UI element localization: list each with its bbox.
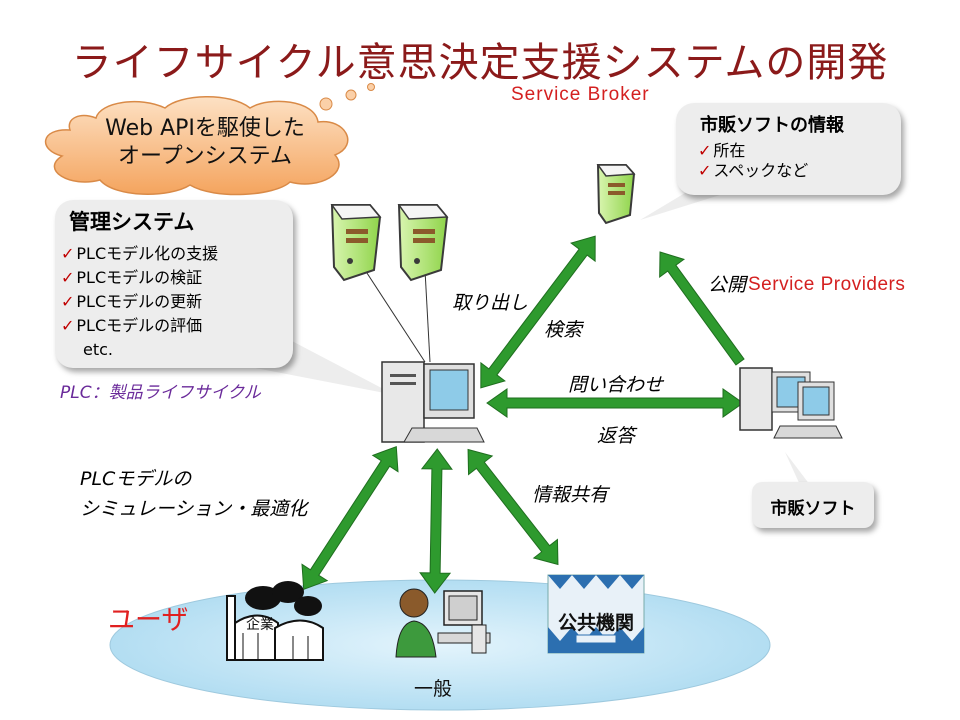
label-retrieve: 取り出し [452,292,529,314]
label-simulation-line-1: PLCモデルの [80,468,192,490]
server-icon [397,204,449,282]
label-simulation-line-2: シミュレーション・最適化 [80,498,308,520]
broker-server-icon [596,164,636,225]
label-share: 情報共有 [532,484,609,506]
cloud-text: Web APIを駆使した オープンシステム [60,115,350,171]
link-line-1 [364,269,426,363]
check-icon: ✓ [698,141,712,160]
plc-caption: PLC：製品ライフサイクル [60,383,261,403]
central-computer-icon [381,361,485,443]
cloud-text-line-1: Web APIを駆使した [105,116,305,141]
market-info-callout: 市販ソフトの情報 ✓所在 ✓スペックなど [676,103,901,195]
industry-label: 企業 [246,617,274,633]
page-title: ライフサイクル意思決定支援システムの開発 [71,40,889,86]
link-line-2 [424,269,431,363]
management-item: ✓PLCモデルの更新 [61,292,203,311]
market-info-item: ✓所在 [698,141,746,160]
market-soft-callout-tail [785,452,810,485]
check-icon: ✓ [61,244,75,263]
management-etc: etc. [83,340,113,359]
users-label: ユーザ [108,605,189,636]
management-list: ✓PLCモデル化の支援 ✓PLCモデルの検証 ✓PLCモデルの更新 ✓PLCモデ… [61,242,218,362]
label-search: 検索 [544,319,583,341]
arrow-general [419,448,453,594]
label-simulation: PLCモデルの シミュレーション・最適化 [80,464,307,524]
label-publish: 公開 [708,274,747,296]
arrow-share [467,448,559,566]
label-inquiry: 問い合わせ [568,374,664,396]
public-institution-icon [547,574,645,654]
market-soft-label: 市販ソフト [770,499,856,519]
label-reply: 返答 [597,425,636,447]
provider-computers-icon [739,367,843,439]
factory-icon [226,581,324,661]
market-info-callout-tail [640,190,720,220]
service-broker-label: Service Broker [511,84,650,105]
market-info-item: ✓スペックなど [698,161,809,180]
arrow-publish [659,251,745,366]
market-info-list: ✓所在 ✓スペックなど [698,141,808,181]
management-item: ✓PLCモデル化の支援 [61,244,219,263]
market-info-title: 市販ソフトの情報 [700,115,844,136]
market-soft-callout: 市販ソフト [752,482,874,528]
person-at-computer-icon [395,588,491,658]
cloud-text-line-2: オープンシステム [117,144,293,169]
thought-cloud [44,83,375,196]
general-label: 一般 [414,678,453,700]
public-institution-label: 公共機関 [557,612,634,634]
check-icon: ✓ [698,161,712,180]
check-icon: ✓ [61,316,75,335]
management-callout: 管理システム ✓PLCモデル化の支援 ✓PLCモデルの検証 ✓PLCモデルの更新… [55,200,293,368]
management-item: ✓PLCモデルの評価 [61,316,203,335]
arrow-simulation [301,446,399,590]
management-item: ✓PLCモデルの検証 [61,268,203,287]
management-title: 管理システム [69,210,195,234]
check-icon: ✓ [61,268,75,287]
check-icon: ✓ [61,292,75,311]
server-icon [330,204,382,282]
arrow-search [480,235,596,389]
service-providers-label: Service Providers [748,274,906,295]
